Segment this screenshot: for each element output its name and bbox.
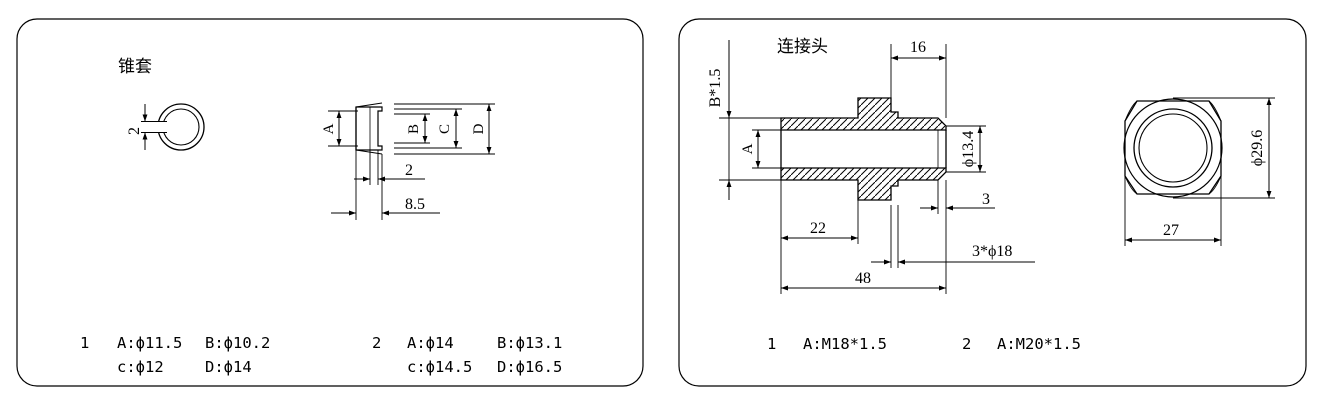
spec-row1-c: c:ϕ12 [117,358,164,376]
spec-row2-number: 2 [372,334,381,352]
dim-b-label: B [406,124,422,134]
left-panel: 锥套 2 [16,18,644,387]
spec-row1-d: D:ϕ14 [205,358,252,376]
spec-row2-a: A:ϕ14 [407,334,454,352]
dim-c-label: C [437,124,453,134]
left-panel-frame [16,18,644,387]
left-spec-table: 1 A:ϕ11.5 B:ϕ10.2 c:ϕ12 D:ϕ14 2 A:ϕ14 B:… [80,334,562,376]
cone-sleeve-end-view: 2 [126,103,205,151]
spec-row1-b: B:ϕ10.2 [205,334,270,352]
right-panel-frame [678,18,1307,387]
groove-dia-dim-label: 3*ϕ18 [972,243,1012,260]
bore-dim-label: ϕ13.4 [960,131,977,167]
groove-dim-label: 3 [982,191,990,208]
right-panel-title: 连接头 [777,37,828,57]
spec-row2-c: c:ϕ14.5 [407,358,472,376]
top-dim-label: 16 [910,39,926,56]
hex-nut-end-view: ϕ29.6 27 [1123,97,1275,246]
spec-row2-number: 2 [962,335,971,353]
spec-row1-a: A:M18*1.5 [803,335,887,353]
spec-row1-a: A:ϕ11.5 [117,334,182,352]
cone-sleeve-side-view: A B C D 2 8.5 [321,102,495,220]
dim-a-label: A [321,123,337,134]
spec-row2-d: D:ϕ16.5 [497,358,562,376]
spec-row1-number: 1 [767,335,776,353]
dim-a-label: A [740,143,756,154]
left-length-dim-label: 22 [810,220,826,237]
hex-dia-dim-label: ϕ29.6 [1249,130,1266,166]
length-dim-label: 8.5 [405,196,425,213]
left-panel-title: 锥套 [118,57,152,77]
dim-d-label: D [471,123,487,134]
connector-section-view: B*1.5 A 16 ϕ13.4 [707,39,1035,294]
spec-row2-b: B:ϕ13.1 [497,334,562,352]
hex-flat-dim-label: 27 [1163,222,1179,239]
gap-dim-label: 2 [126,127,143,135]
total-length-dim-label: 48 [855,270,871,287]
right-spec-table: 1 A:M18*1.5 2 A:M20*1.5 [767,335,1081,353]
right-panel: 连接头 B*1.5 A [678,18,1307,387]
spec-row2-a: A:M20*1.5 [997,335,1081,353]
spec-row1-number: 1 [80,334,89,352]
thread-pitch-label: B*1.5 [707,69,724,108]
wall-dim-label: 2 [405,162,413,179]
